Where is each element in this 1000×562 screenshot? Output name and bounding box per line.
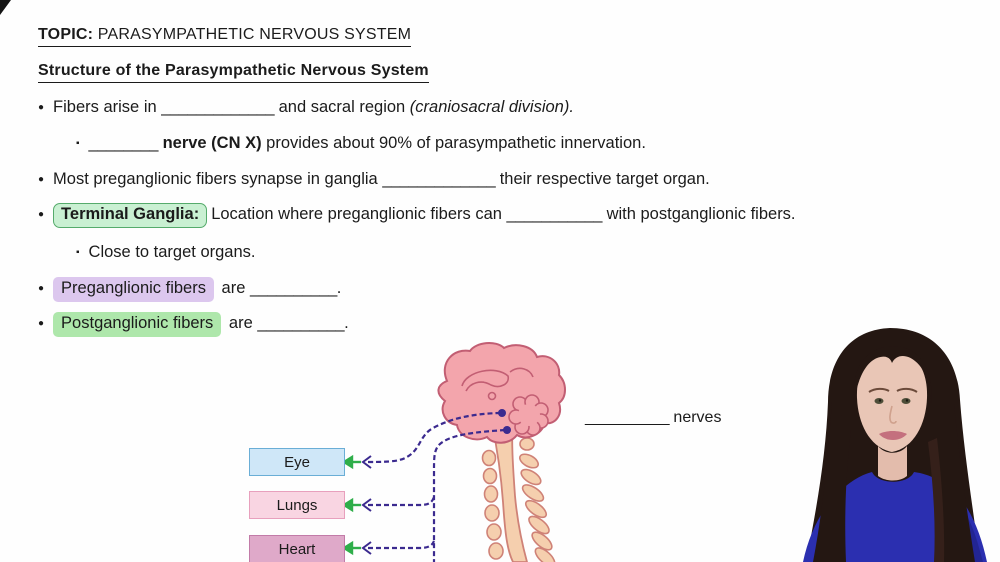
synapse-chevrons [361, 455, 372, 555]
bullet-postganglionic: ● Postganglionic fibers are __________. [38, 312, 349, 337]
instructor-hair-front [853, 346, 932, 404]
close-text: Close to target organs. [88, 243, 256, 261]
synapse-blank: _____________ [382, 170, 496, 188]
synapse-post: their respective target organ. [495, 170, 710, 188]
terminal-post: with postganglionic fibers. [602, 205, 796, 223]
brain-inner-detail [461, 367, 534, 401]
postganglionic-highlight: Postganglionic fibers [53, 312, 222, 337]
brain-illustration [437, 342, 566, 444]
cranial-nerves-label: __________ nerves [585, 409, 721, 427]
bullet-preganglionic: ● Preganglionic fibers are __________. [38, 277, 341, 302]
preganglionic-post: . [336, 279, 342, 297]
vagus-post: provides about 90% of parasympathetic in… [261, 134, 646, 152]
terminal-pre: Location where preganglionic fibers can [211, 205, 507, 223]
vagus-blank: ________ [88, 134, 159, 152]
instructor-hair-left [813, 402, 851, 562]
organ-label: Lungs [276, 496, 318, 514]
vertebrae-right [519, 437, 556, 562]
bullet-icon: ● [38, 174, 45, 185]
instructor-webcam-cutout [803, 328, 987, 562]
organ-box-heart: Heart [249, 535, 345, 562]
preganglionic-blank: __________ [250, 279, 337, 297]
organ-label: Heart [278, 540, 316, 558]
terminal-blank: ___________ [506, 205, 603, 223]
fibers-blank: _____________ [161, 98, 275, 116]
section-heading: Structure of the Parasympathetic Nervous… [38, 61, 429, 84]
bullet-synapse-ganglia: ● Most preganglionic fibers synapse in ga… [38, 170, 710, 190]
nerve-path-heart [368, 540, 436, 550]
instructor-face [856, 350, 928, 452]
cranial-nerves-text: nerves [668, 409, 722, 426]
nerve-path-trunk [432, 428, 506, 562]
postganglionic-arrows [341, 454, 361, 556]
terminal-term: Terminal Ganglia: [61, 205, 200, 223]
terminal-ganglia-chip: Terminal Ganglia: [53, 203, 208, 228]
brain-spine-diagram [341, 342, 566, 562]
postganglionic-post: . [344, 314, 349, 332]
vertebrae-left [481, 449, 504, 560]
nerve-origin-dot [498, 409, 506, 417]
bullet-icon: ● [38, 102, 45, 113]
synapse-pre: Most preganglionic fibers synapse in gan… [53, 170, 383, 188]
postganglionic-mid: are [224, 314, 258, 332]
postganglionic-term: Postganglionic fibers [61, 314, 214, 332]
nerve-origin-dot [503, 426, 511, 434]
organ-box-lungs: Lungs [249, 491, 345, 519]
vagus-bold: nerve (CN X) [162, 134, 262, 152]
bullet-icon: ● [38, 283, 45, 294]
sub-bullet-icon: ▪ [76, 247, 80, 258]
preganglionic-highlight: Preganglionic fibers [53, 277, 214, 302]
nerve-paths [367, 411, 506, 562]
fibers-pre: Fibers arise in [53, 98, 162, 116]
corner-artifact [0, 0, 11, 15]
instructor-eyebrows [868, 387, 918, 393]
organ-label: Eye [284, 453, 310, 471]
instructor-lips [879, 431, 907, 440]
instructor-nose [889, 405, 897, 424]
preganglionic-term: Preganglionic fibers [61, 279, 206, 297]
bullet-fibers-arise: ● Fibers arise in _____________ and sacra… [38, 98, 574, 118]
preganglionic-mid: are [216, 279, 250, 297]
instructor-hair-strand [928, 438, 945, 562]
postganglionic-blank: __________ [257, 314, 345, 332]
instructor-neck [878, 446, 907, 481]
bullet-vagus-nerve: ▪ ________ nerve (CN X) provides about 90… [76, 134, 646, 154]
bullet-terminal-ganglia: ● Terminal Ganglia: Location where pregang… [38, 203, 796, 228]
nerve-path-eye [367, 411, 500, 464]
fibers-italic: (craniosacral division). [409, 98, 574, 116]
organ-box-eye: Eye [249, 448, 345, 476]
nerve-path-lungs [368, 496, 436, 507]
sub-bullet-icon: ▪ [76, 138, 80, 149]
bullet-close-to-organs: ▪ Close to target organs. [76, 243, 255, 263]
bullet-icon: ● [38, 318, 45, 329]
topic-label: TOPIC: [38, 26, 94, 43]
section-title: Structure of the Parasympathetic Nervous… [38, 61, 429, 84]
topic-heading: TOPIC: PARASYMPATHETIC NERVOUS SYSTEM [38, 25, 412, 48]
cranial-nerves-blank: __________ [585, 409, 669, 426]
bullet-icon: ● [38, 209, 45, 220]
cerebellum-fill [518, 404, 540, 426]
cerebellum [508, 394, 549, 436]
topic-title: PARASYMPATHETIC NERVOUS SYSTEM [97, 26, 412, 43]
fibers-mid: and sacral region [274, 98, 410, 116]
instructor-eyes [874, 398, 911, 404]
